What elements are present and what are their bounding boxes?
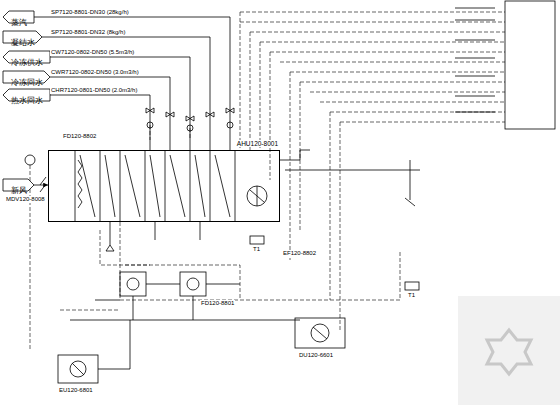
- tag-label: CW7120-0802-DN50 (5.5m3/h): [50, 49, 135, 56]
- pipe-tag: 蒸汽: [3, 11, 34, 23]
- tag-label: EU120-6801: [58, 387, 94, 394]
- tag-label: DU120-6601: [298, 352, 334, 359]
- tag-label: EF120-8802: [282, 250, 317, 257]
- pipe-line: [50, 77, 170, 150]
- tag-label: T1: [407, 292, 416, 299]
- tag-label: MDV120-8008: [5, 196, 46, 203]
- pipe-line: [50, 57, 190, 150]
- unit-tag: AHU120-8001: [236, 140, 279, 147]
- pipe-tag: 冷冻回水: [3, 71, 50, 83]
- tag-text: 冷冻回水: [3, 77, 46, 89]
- tag-text: 蒸汽: [3, 17, 30, 29]
- tag-text: 热水回水: [3, 95, 46, 107]
- pipe-line: [34, 17, 230, 150]
- pipe-tag: 凝结水: [3, 31, 42, 43]
- tag-text: 冷冻供水: [3, 57, 46, 69]
- tag-text: 凝结水: [3, 37, 38, 49]
- pipe-line: [42, 37, 210, 150]
- tag-label: T1: [252, 246, 261, 253]
- air-handling-unit: AHU120-8001: [48, 150, 280, 222]
- pipe-tag: 冷冻供水: [3, 51, 50, 63]
- pipe-line: [50, 95, 150, 150]
- tag-label: FD120-8801: [200, 300, 235, 307]
- tag-label: CWR7120-0802-DN50 (3.0m3/h): [50, 69, 140, 76]
- tag-label: SP7120-8801-DN32 (8kg/h): [50, 29, 126, 36]
- tag-label: FD120-8802: [62, 133, 97, 140]
- pipe-tag: 新风: [3, 179, 34, 191]
- pipe-line: [34, 185, 48, 186]
- pipe-tag: 热水回水: [3, 89, 50, 101]
- tag-label: SP7120-8801-DN30 (28kg/h): [50, 9, 130, 16]
- tag-label: CHR7120-0801-DN50 (2.0m3/h): [50, 87, 138, 94]
